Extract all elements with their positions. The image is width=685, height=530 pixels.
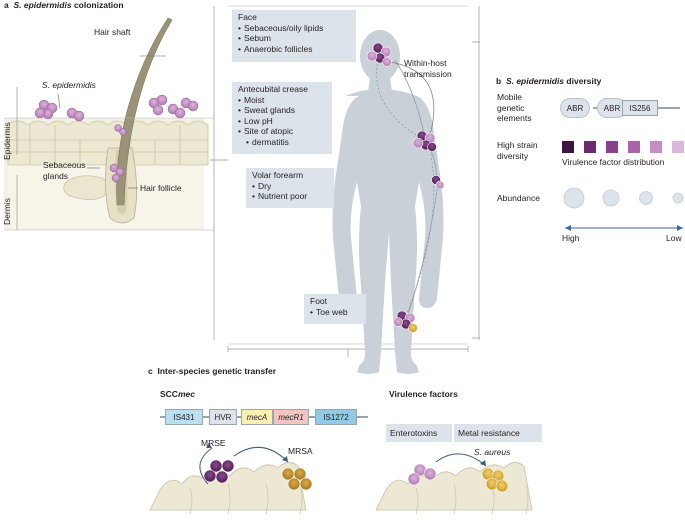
s-aureus-label: S. aureus (474, 447, 511, 457)
mrse-label: MRSE (201, 438, 226, 448)
panel-c-heading: c Inter-species genetic transfer (148, 366, 277, 376)
abundance-circles (563, 187, 684, 209)
gene-hvr: HVR (209, 409, 237, 425)
dermis-label: Dermis (2, 198, 12, 225)
panel-b-art (563, 107, 684, 231)
callout-antecubital-item: Sweat glands (238, 105, 326, 116)
panel-a-heading: a S. epidermidis colonization (4, 0, 124, 10)
strain-swatch (672, 141, 684, 153)
callout-foot-title: Foot (310, 296, 328, 306)
callout-antecubital: Antecubital crease Moist Sweat glands Lo… (232, 82, 332, 154)
body-bacteria (366, 42, 445, 333)
strain-swatch (628, 141, 640, 153)
metal-resistance-box: Metal resistance (454, 424, 542, 442)
callout-volar-title: Volar forearm (252, 170, 304, 180)
hair-follicle-label: Hair follicle (140, 183, 182, 193)
high-label: High (562, 233, 580, 243)
abr-pill-2: ABR (597, 98, 627, 118)
strain-swatches (562, 141, 685, 155)
skin-bacteria (34, 94, 199, 183)
panel-b-heading: b S. epidermidis diversity (496, 76, 602, 86)
gene-meca: mecA (241, 409, 273, 425)
virulence-distribution-label: Virulence factor distribution (562, 157, 665, 167)
callout-face-item: Sebum (238, 33, 350, 44)
strain-swatch (562, 141, 574, 153)
hair-shaft-label: Hair shaft (94, 27, 131, 37)
epidermis-label: Epidermis (2, 122, 12, 160)
abundance-label: Abundance (497, 193, 541, 203)
s-epidermidis-label: S. epidermidis (42, 80, 96, 90)
callout-face-title: Face (238, 12, 257, 22)
virulence-factors-title: Virulence factors (389, 389, 458, 399)
sccmec-gene-bar: IS431 HVR mecA mecR1 IS1272 (165, 409, 365, 425)
callout-volar-item: Nutrient poor (252, 191, 328, 202)
low-label: Low (666, 233, 682, 243)
callout-antecubital-title: Antecubital crease (238, 84, 308, 94)
callout-antecubital-item: Moist (238, 95, 326, 106)
enterotoxins-box: Enterotoxins (386, 424, 452, 442)
abr-pill-1: ABR (560, 98, 590, 118)
callout-face: Face Sebaceous/oily lipids Sebum Anaerob… (232, 10, 356, 62)
body-panel-frame (213, 5, 480, 357)
strain-swatch (606, 141, 618, 153)
gene-is431: IS431 (165, 409, 203, 425)
strain-swatch (584, 141, 596, 153)
callout-foot: Foot Toe web (304, 294, 366, 324)
callout-foot-item: Toe web (310, 307, 360, 318)
gene-is1272: IS1272 (315, 409, 357, 425)
panel-c-art (149, 416, 533, 515)
mrsa-label: MRSA (288, 446, 313, 456)
callout-antecubital-item: Low pH (238, 116, 326, 127)
skin-section (4, 17, 228, 231)
callout-antecubital-item: Site of atopic (238, 126, 326, 137)
callout-face-item: Sebaceous/oily lipids (238, 23, 350, 34)
callout-volar-item: Dry (252, 181, 328, 192)
sccmec-title: SCCmec (160, 389, 195, 399)
is256-element: IS256 (622, 100, 658, 116)
strain-swatch (650, 141, 662, 153)
callout-face-item: Anaerobic follicles (238, 44, 350, 55)
callout-antecubital-item: dermatitis (238, 137, 326, 148)
gene-mecr1: mecR1 (273, 409, 309, 425)
callout-volar: Volar forearm Dry Nutrient poor (246, 168, 334, 208)
